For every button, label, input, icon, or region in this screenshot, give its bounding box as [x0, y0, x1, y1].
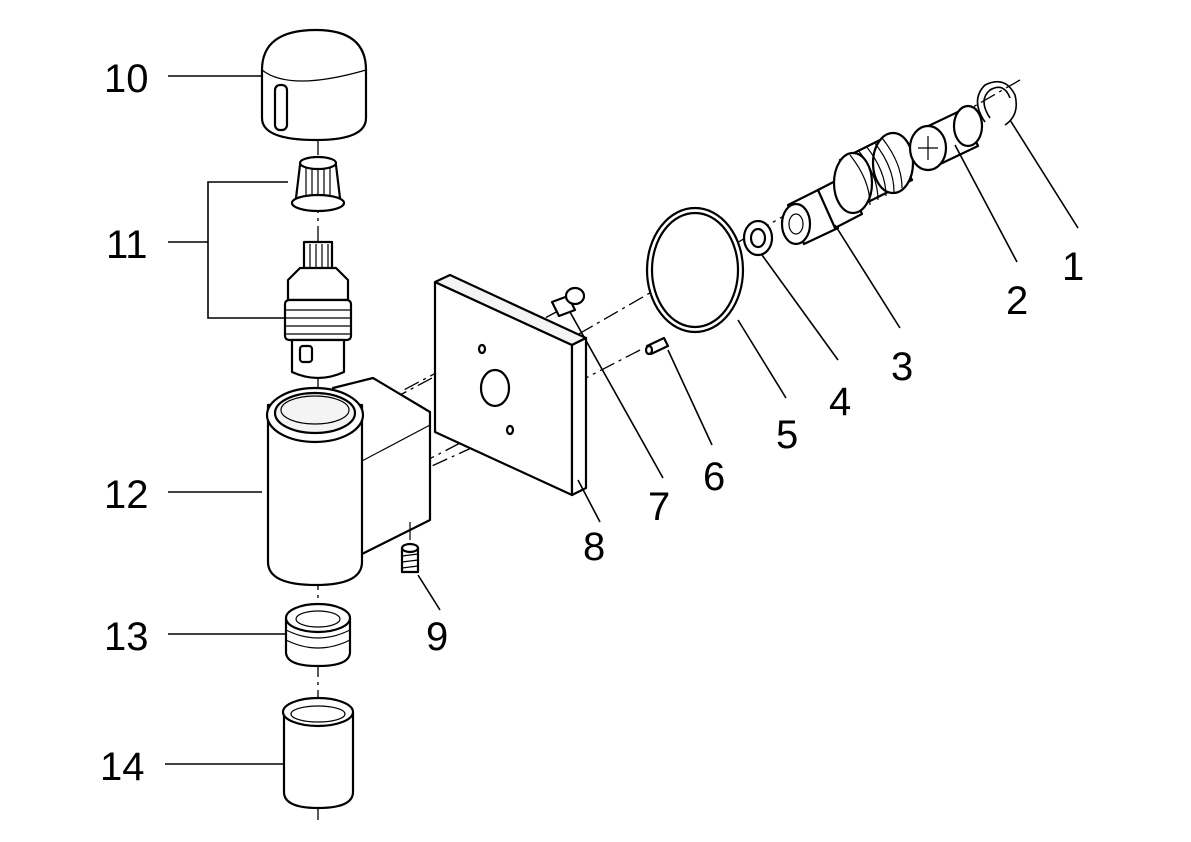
callout-labels: 1 2 3 4 5 6 7 8 9 10 11 12 13 14: [100, 57, 1084, 789]
label-13: 13: [104, 615, 149, 659]
part-6-pin: [644, 336, 670, 356]
label-12: 12: [104, 473, 149, 517]
part-7-screw: [550, 286, 586, 318]
label-10: 10: [104, 57, 149, 101]
label-6: 6: [703, 455, 725, 499]
label-11: 11: [106, 223, 148, 267]
label-14: 14: [100, 745, 145, 789]
part-9-screw: [400, 542, 420, 574]
part-12-valve-body: [265, 376, 432, 587]
part-5-o-ring: [645, 206, 745, 334]
part-1-circlip: [976, 80, 1018, 126]
label-3: 3: [891, 345, 913, 389]
label-1: 1: [1062, 245, 1084, 289]
label-9: 9: [426, 615, 448, 659]
label-8: 8: [583, 525, 605, 569]
label-5: 5: [776, 413, 798, 457]
label-7: 7: [648, 485, 670, 529]
part-10-knob-cap: [260, 28, 368, 142]
part-2-small-cartridge: [908, 104, 984, 172]
leader-lines: [165, 75, 1079, 765]
label-2: 2: [1006, 279, 1028, 323]
part-8-cover-plate: [433, 273, 588, 497]
part-3-cartridge: [780, 131, 915, 246]
part-11-valve-top: [283, 155, 353, 380]
part-14-sleeve: [281, 696, 355, 810]
part-4-washer: [742, 219, 774, 257]
label-4: 4: [829, 380, 851, 424]
part-13-nut: [284, 602, 352, 668]
